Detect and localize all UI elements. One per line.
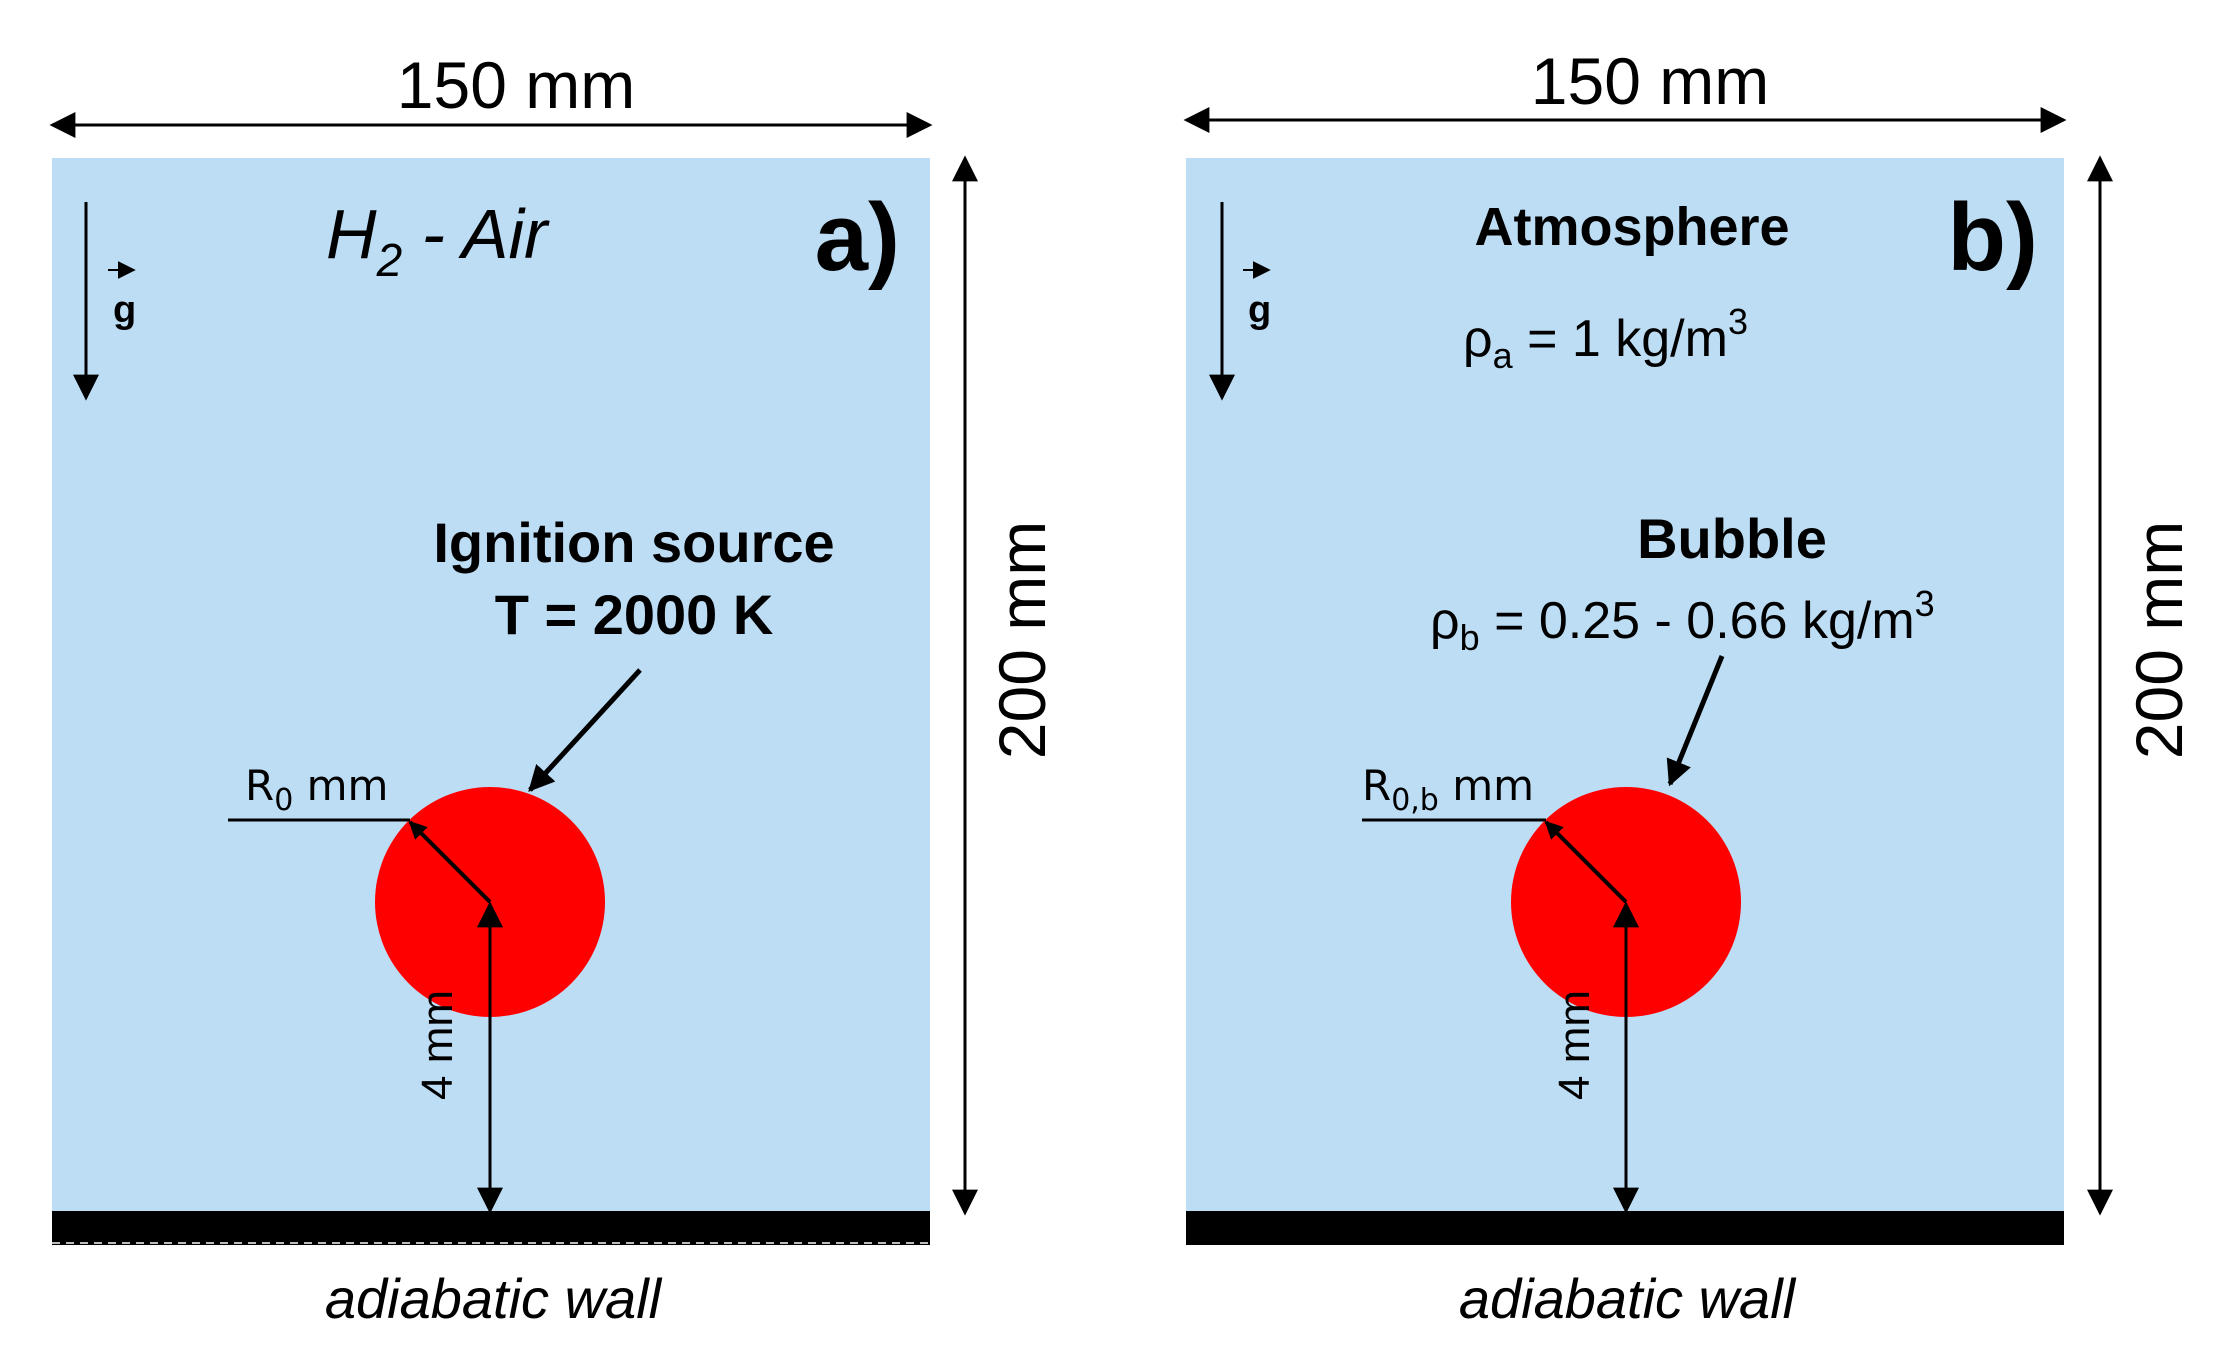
panel-b: 150 mm 200 mm b) Atmosphere ρa = 1 kg/m3… — [1183, 44, 2196, 1330]
radius-label-a: R0 mm — [245, 761, 388, 818]
radius-label-b: R0,b mm — [1362, 761, 1534, 818]
panel-label-a: a) — [815, 184, 900, 291]
radius-arrow-b — [1544, 820, 1628, 904]
wall-label-b: adiabatic wall — [1459, 1267, 1797, 1330]
bubble-pointer-arrow — [1666, 655, 1725, 787]
atmosphere-density: ρa = 1 kg/m3 — [1463, 301, 1748, 376]
width-label-a: 150 mm — [397, 48, 635, 122]
wall-label-a: adiabatic wall — [325, 1267, 663, 1330]
ignition-pointer-arrow — [528, 668, 642, 792]
width-label-b: 150 mm — [1531, 44, 1769, 118]
ignition-label-line2: T = 2000 K — [495, 583, 774, 646]
radius-arrow-a — [408, 820, 492, 904]
mixture-title-a: H2 - Air — [326, 195, 550, 286]
atmosphere-title: Atmosphere — [1474, 197, 1789, 257]
offset-label-b: 4 mm — [1550, 990, 1599, 1100]
gravity-label-a: g — [113, 289, 136, 331]
adiabatic-wall-b — [1186, 1211, 2064, 1245]
bubble-label: Bubble — [1637, 507, 1827, 570]
panel-label-b: b) — [1947, 184, 2038, 291]
height-label-b: 200 mm — [2122, 521, 2196, 759]
bubble-density: ρb = 0.25 - 0.66 kg/m3 — [1430, 583, 1935, 658]
adiabatic-wall-a — [52, 1211, 930, 1245]
panel-a: 150 mm 200 mm a) H2 - Air g Ignition sou… — [49, 48, 1059, 1330]
ignition-label-line1: Ignition source — [433, 511, 834, 574]
height-label-a: 200 mm — [985, 521, 1059, 759]
gravity-label-b: g — [1248, 289, 1271, 331]
offset-label-a: 4 mm — [413, 990, 462, 1100]
